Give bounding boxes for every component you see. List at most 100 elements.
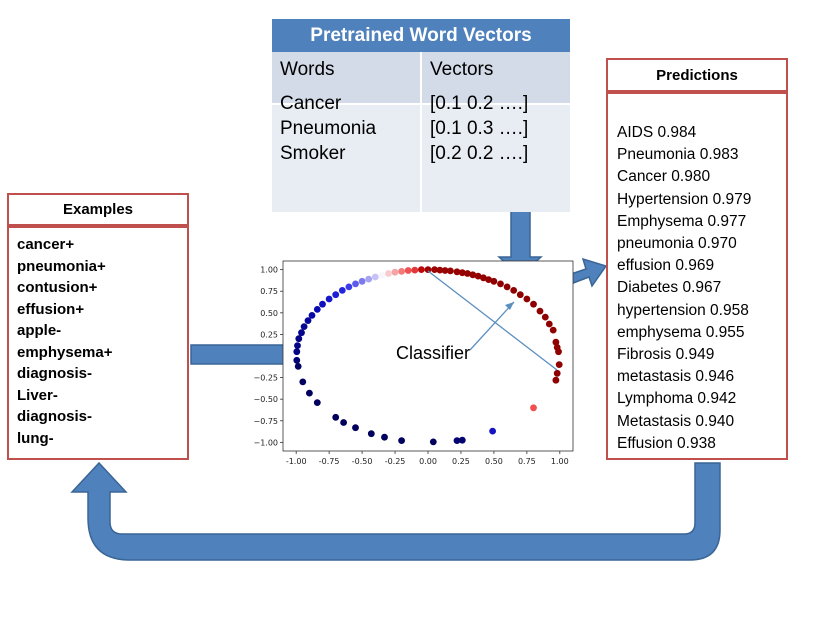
- predictions-list: AIDS 0.984 Pneumonia 0.983 Cancer 0.980 …: [606, 92, 788, 460]
- example-item: effusion+: [17, 300, 85, 318]
- prediction-item: AIDS 0.984: [617, 124, 697, 141]
- scatter-point: [552, 376, 560, 384]
- vectors-column-header: Vectors: [430, 59, 494, 80]
- x-tick-label: 0.75: [518, 457, 536, 466]
- word-vectors-column-divider: [420, 52, 422, 212]
- scatter-point: [365, 275, 373, 283]
- prediction-item: metastasis 0.946: [617, 368, 735, 386]
- word-vectors-table: Pretrained Word Vectors Words Vectors Ca…: [272, 19, 570, 212]
- scatter-point: [299, 378, 307, 386]
- scatter-point: [485, 276, 492, 283]
- scatter-point: [371, 273, 379, 281]
- scatter-point: [332, 291, 340, 299]
- scatter-point: [298, 329, 305, 337]
- word-cell: Smoker: [280, 143, 346, 164]
- scatter-point: [385, 270, 392, 277]
- word-vectors-title: Pretrained Word Vectors: [272, 19, 570, 52]
- scatter-point: [553, 369, 561, 377]
- scatter-point: [391, 268, 399, 276]
- scatter-point: [313, 306, 321, 313]
- scatter-point: [536, 307, 544, 315]
- scatter-point: [295, 335, 303, 343]
- scatter-point: [308, 312, 316, 319]
- scatter-point: [441, 267, 449, 274]
- scatter-point: [424, 266, 432, 273]
- scatter-point: [541, 313, 549, 321]
- prediction-item: Pneumonia 0.983: [617, 146, 739, 164]
- scatter-point: [294, 342, 301, 349]
- scatter-point: [480, 274, 487, 282]
- classifier-label: Classifier: [396, 343, 471, 363]
- scatter-point: [304, 317, 312, 324]
- classifier-line-1: [427, 270, 558, 371]
- scatter-point: [306, 389, 313, 397]
- examples-list: cancer+ pneumonia+ contusion+ effusion+ …: [7, 226, 189, 460]
- example-item: lung-: [17, 429, 54, 447]
- prediction-item: Metastasis 0.940: [617, 412, 735, 430]
- scatter-point: [490, 277, 498, 285]
- scatter-point: [458, 436, 466, 444]
- scatter-point: [555, 361, 563, 368]
- x-tick-label: -0.25: [385, 457, 406, 466]
- y-tick-label: −1.00: [253, 438, 278, 447]
- x-tick-label: 1.00: [551, 457, 569, 466]
- example-item: emphysema+: [17, 343, 113, 361]
- scatter-point: [367, 430, 375, 438]
- example-item: pneumonia+: [17, 257, 106, 275]
- example-item: cancer+: [17, 236, 75, 253]
- vector-cell: [0.1 0.2 ….]: [430, 93, 529, 114]
- prediction-item: effusion 0.969: [617, 257, 715, 275]
- words-column-header: Words: [280, 59, 335, 80]
- prediction-item: Cancer 0.980: [617, 168, 711, 186]
- scatter-point: [549, 326, 557, 334]
- x-tick-label: -0.75: [319, 457, 340, 466]
- scatter-point: [378, 271, 386, 279]
- scatter-point: [313, 399, 321, 406]
- scatter-point: [469, 271, 477, 279]
- scatter-point: [431, 266, 438, 273]
- scatter-point: [338, 287, 346, 294]
- x-tick-label: 0.00: [419, 457, 437, 466]
- x-tick-label: 0.50: [485, 457, 503, 466]
- scatter-point: [300, 323, 308, 330]
- scatter-point: [294, 363, 302, 370]
- prediction-item: Fibrosis 0.949: [617, 346, 715, 364]
- scatter-point: [358, 277, 366, 285]
- example-item: apple-: [17, 322, 62, 339]
- prediction-item: hypertension 0.958: [617, 301, 749, 319]
- scatter-point: [429, 438, 437, 446]
- scatter-point: [545, 320, 553, 328]
- x-tick-label: 0.25: [452, 457, 470, 466]
- scatter-point: [411, 266, 419, 274]
- scatter-point: [516, 291, 524, 299]
- scatter-point: [332, 413, 340, 421]
- y-tick-label: 0.75: [260, 287, 278, 296]
- scatter-point: [418, 266, 425, 273]
- scatter-point: [552, 338, 560, 346]
- feedback-arrow: [70, 461, 721, 561]
- scatter-point: [530, 404, 537, 412]
- y-tick-label: 0.50: [260, 309, 278, 318]
- examples-title: Examples: [7, 193, 189, 226]
- prediction-item: emphysema 0.955: [617, 323, 745, 341]
- scatter-point: [398, 268, 405, 275]
- scatter-point: [523, 295, 531, 303]
- prediction-item: Hypertension 0.979: [617, 190, 752, 208]
- scatter-point: [453, 437, 461, 444]
- y-tick-label: 0.25: [260, 330, 278, 339]
- prediction-item: Effusion 0.938: [617, 434, 716, 452]
- scatter-point: [381, 433, 388, 441]
- example-item: contusion+: [17, 279, 98, 296]
- example-item: Liver-: [17, 386, 58, 404]
- prediction-item: Diabetes 0.967: [617, 279, 722, 297]
- y-tick-label: −0.75: [253, 417, 278, 426]
- scatter-point: [510, 287, 518, 294]
- scatter-point: [555, 348, 562, 356]
- scatter-point: [447, 267, 454, 275]
- scatter-point: [530, 300, 537, 308]
- scatter-point: [345, 283, 353, 291]
- scatter-point: [293, 356, 301, 364]
